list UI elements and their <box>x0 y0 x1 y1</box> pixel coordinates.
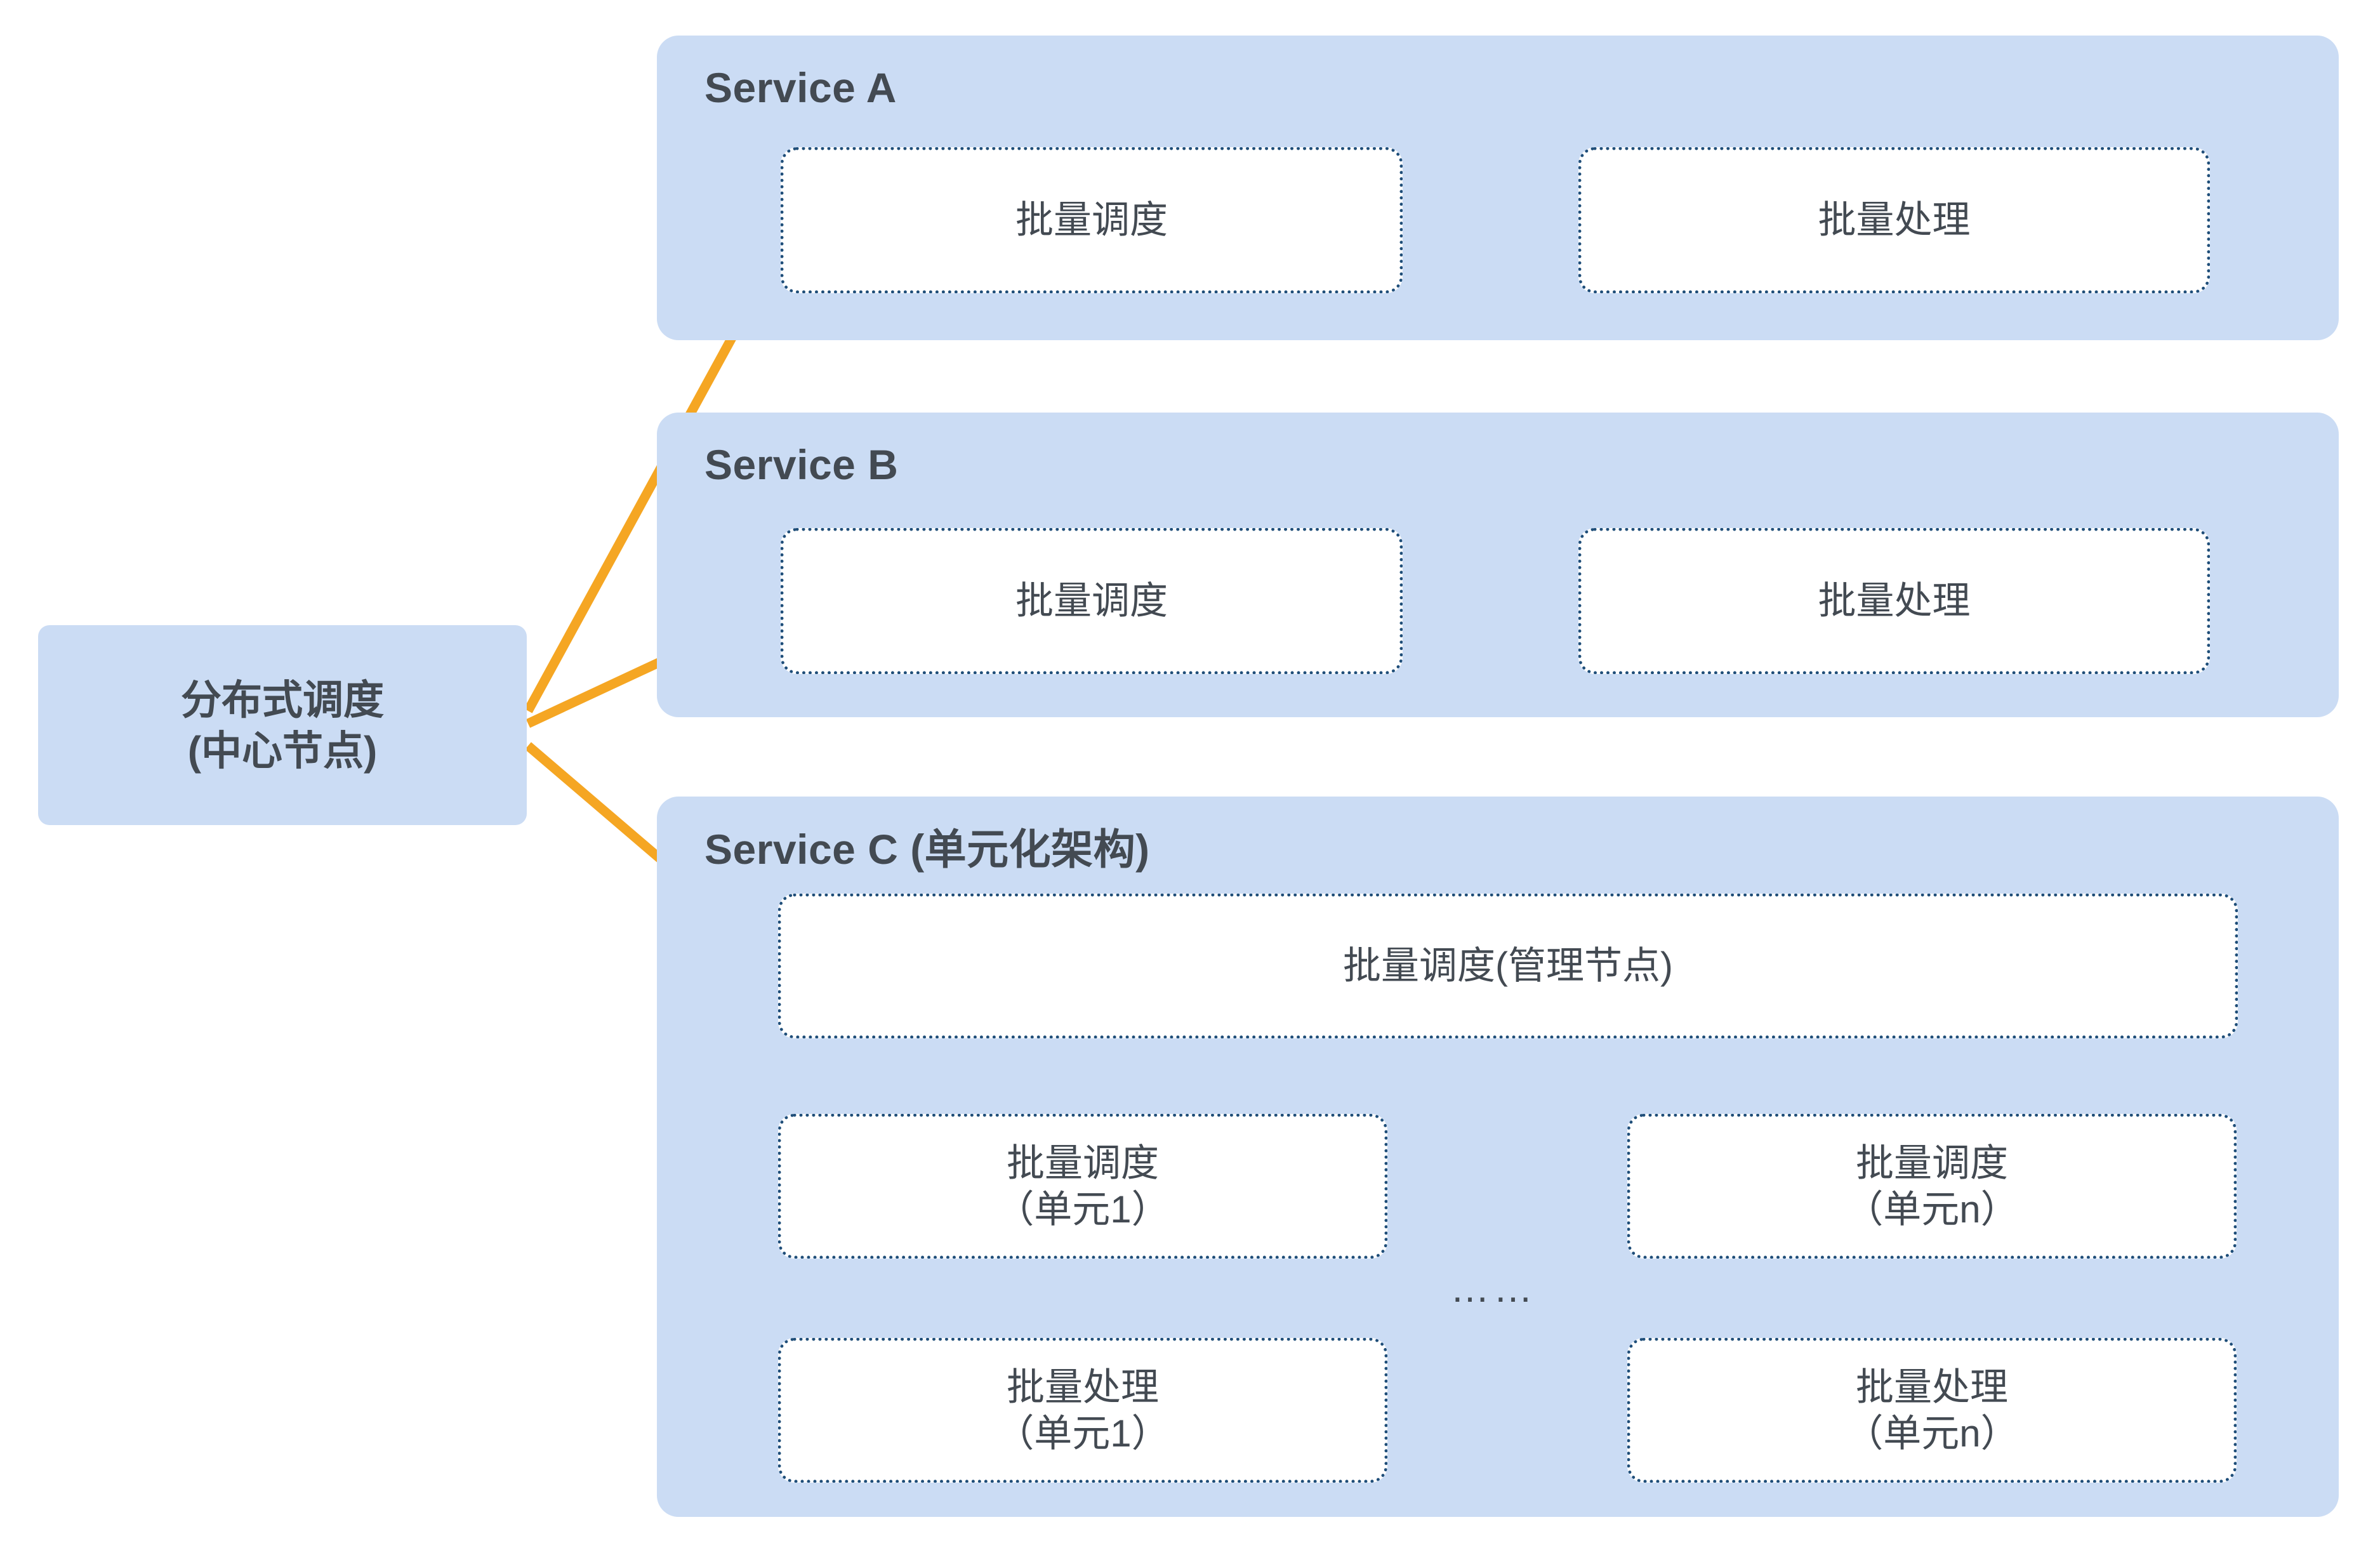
node-c-unitn-schedule-label: 批量调度 （单元n） <box>1845 1141 2019 1231</box>
units-ellipsis: …… <box>1450 1267 1537 1311</box>
node-c-unitn-process-label: 批量处理 （单元n） <box>1845 1365 2019 1455</box>
node-c-unitn-process[interactable]: 批量处理 （单元n） <box>1627 1338 2237 1483</box>
service-a-title: Service A <box>704 64 897 111</box>
node-c-manager[interactable]: 批量调度(管理节点) <box>778 894 2238 1038</box>
node-b-process-label: 批量处理 <box>1818 579 1971 623</box>
node-c-unit1-process[interactable]: 批量处理 （单元1） <box>778 1338 1387 1483</box>
node-b-schedule-label: 批量调度 <box>1015 579 1168 623</box>
node-b-schedule[interactable]: 批量调度 <box>781 528 1403 674</box>
center-node-distributed-scheduler[interactable]: 分布式调度 (中心节点) <box>38 625 527 825</box>
node-c-unit1-process-label: 批量处理 （单元1） <box>996 1365 1170 1455</box>
node-b-process[interactable]: 批量处理 <box>1578 528 2210 674</box>
node-c-unit1-schedule-label: 批量调度 （单元1） <box>996 1141 1170 1231</box>
center-node-label: 分布式调度 (中心节点) <box>181 677 384 774</box>
node-a-schedule-label: 批量调度 <box>1015 199 1168 242</box>
node-a-process-label: 批量处理 <box>1818 199 1971 242</box>
node-c-unit1-schedule[interactable]: 批量调度 （单元1） <box>778 1114 1387 1259</box>
node-c-manager-label: 批量调度(管理节点) <box>1343 944 1673 988</box>
node-a-schedule[interactable]: 批量调度 <box>781 147 1403 293</box>
service-c-title: Service C (单元化架构) <box>704 826 1150 873</box>
node-a-process[interactable]: 批量处理 <box>1578 147 2210 293</box>
service-b-title: Service B <box>704 441 899 488</box>
node-c-unitn-schedule[interactable]: 批量调度 （单元n） <box>1627 1114 2237 1259</box>
